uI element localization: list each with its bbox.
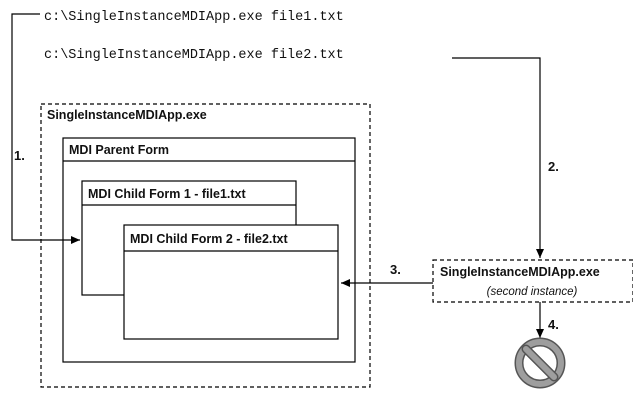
- second-instance-title: SingleInstanceMDIApp.exe: [440, 265, 600, 279]
- mdi-parent-form-title: MDI Parent Form: [69, 143, 169, 157]
- prohibited-icon: [514, 337, 566, 389]
- step-2-connector: [452, 57, 544, 258]
- app-process-title: SingleInstanceMDIApp.exe: [47, 108, 207, 122]
- command-line-2: c:\SingleInstanceMDIApp.exe file2.txt: [44, 48, 344, 63]
- step-1-connector: [11, 13, 80, 244]
- step-3-label: 3.: [390, 262, 401, 277]
- command-line-1: c:\SingleInstanceMDIApp.exe file1.txt: [44, 10, 344, 25]
- mdi-child-form-2-title: MDI Child Form 2 - file2.txt: [130, 232, 288, 246]
- second-instance-subtitle: (second instance): [487, 286, 578, 298]
- mdi-child-form-1-title: MDI Child Form 1 - file1.txt: [88, 187, 246, 201]
- step-4-label: 4.: [548, 317, 559, 332]
- mdi-child-form-2: [123, 224, 339, 340]
- step-1-label: 1.: [14, 148, 25, 163]
- second-instance-box: [432, 259, 633, 303]
- step-2-label: 2.: [548, 159, 559, 174]
